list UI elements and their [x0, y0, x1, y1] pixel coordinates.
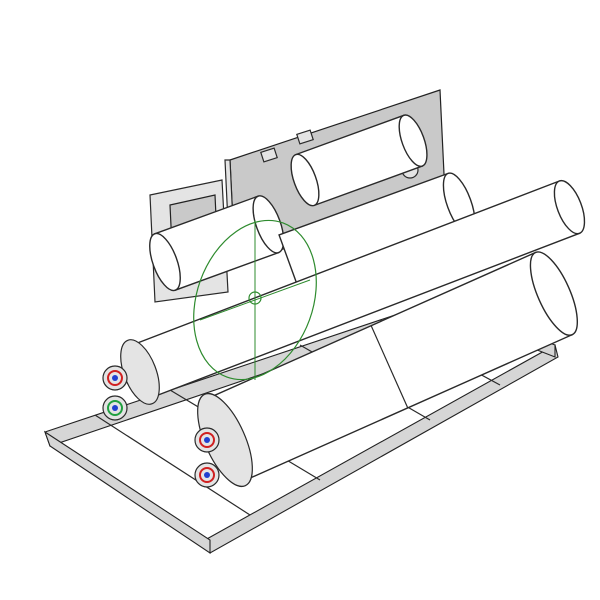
compressor-cylinder-left	[149, 195, 285, 292]
rotation-gizmo-icon[interactable]	[172, 203, 337, 397]
nozzles	[102, 365, 220, 488]
compressor-cylinder-right	[290, 114, 428, 207]
condenser-shell	[120, 179, 586, 405]
evaporator-shell	[197, 251, 578, 487]
